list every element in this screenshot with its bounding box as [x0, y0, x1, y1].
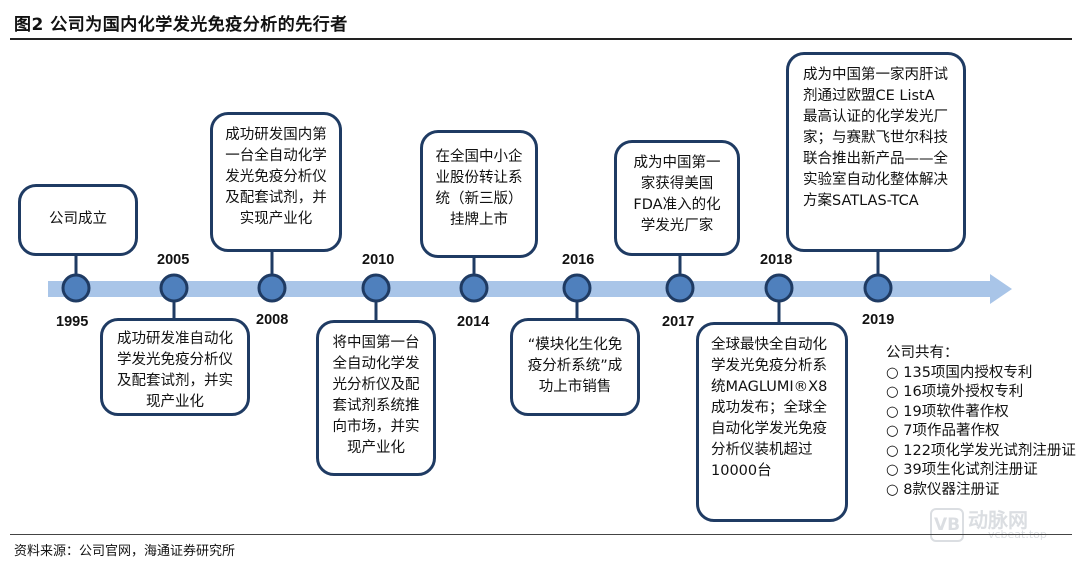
- node-2017: [665, 273, 695, 303]
- year-label-2008: 2008: [256, 312, 289, 328]
- node-1995: [61, 273, 91, 303]
- achievements-summary: 公司共有： ○ 135项国内授权专利 ○ 16项境外授权专利 ○ 19项软件著作…: [886, 344, 1076, 500]
- watermark-logo-icon: VB: [930, 508, 964, 542]
- summary-heading: 公司共有：: [886, 345, 959, 361]
- node-2019: [863, 273, 893, 303]
- year-label-2018: 2018: [760, 252, 793, 268]
- event-box-2018: 全球最快全自动化学发光免疫分析系统MAGLUMI®X8成功发布；全球全自动化学发…: [696, 322, 848, 522]
- source-rule: [10, 534, 1072, 535]
- node-2008: [257, 273, 287, 303]
- event-box-2016: “模块化生化免疫分析系统”成功上市销售: [510, 318, 640, 416]
- node-2005: [159, 273, 189, 303]
- year-label-2016: 2016: [562, 252, 595, 268]
- year-label-2005: 2005: [157, 252, 190, 268]
- event-box-2019: 成为中国第一家丙肝试剂通过欧盟CE ListA最高认证的化学发光厂家；与赛默飞世…: [786, 52, 966, 252]
- summary-item: ○ 19项软件著作权: [886, 403, 1009, 420]
- summary-item: ○ 135项国内授权专利: [886, 364, 1033, 381]
- event-box-2017: 成为中国第一家获得美国FDA准入的化学发光厂家: [614, 140, 740, 256]
- event-box-1995: 公司成立: [18, 184, 138, 256]
- event-box-2005: 成功研发准自动化学发光免疫分析仪及配套试剂，并实现产业化: [100, 318, 250, 416]
- node-2014: [459, 273, 489, 303]
- year-label-2010: 2010: [362, 252, 395, 268]
- year-label-1995: 1995: [56, 314, 89, 330]
- year-label-2019: 2019: [862, 312, 895, 328]
- summary-item: ○ 8款仪器注册证: [886, 481, 1000, 498]
- summary-item: ○ 39项生化试剂注册证: [886, 462, 1038, 478]
- title-rule: [10, 38, 1072, 40]
- year-label-2017: 2017: [662, 314, 695, 330]
- node-2010: [361, 273, 391, 303]
- node-2016: [562, 273, 592, 303]
- node-2018: [764, 273, 794, 303]
- summary-item: ○ 122项化学发光试剂注册证: [886, 442, 1076, 459]
- watermark-name: 动脉网: [968, 508, 1028, 532]
- source-note: 资料来源：公司官网，海通证券研究所: [14, 544, 236, 559]
- figure-title: 图2 公司为国内化学发光免疫分析的先行者: [14, 15, 348, 35]
- summary-item: ○ 16项境外授权专利: [886, 384, 1024, 400]
- event-box-2014: 在全国中小企业股份转让系统（新三版）挂牌上市: [420, 130, 538, 258]
- event-box-2010: 将中国第一台全自动化学发光分析仪及配套试剂系统推向市场，并实现产业化: [316, 320, 436, 476]
- year-label-2014: 2014: [457, 314, 490, 330]
- event-box-2008: 成功研发国内第一台全自动化学发光免疫分析仪及配套试剂，并实现产业化: [210, 112, 342, 252]
- summary-item: ○ 7项作品著作权: [886, 423, 1000, 439]
